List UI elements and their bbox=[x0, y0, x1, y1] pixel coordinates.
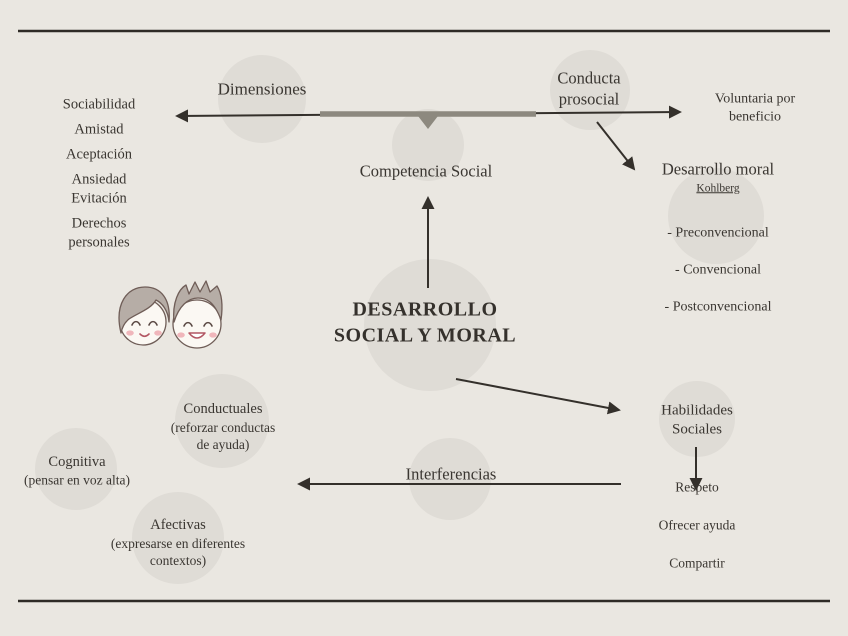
interference-cognitiva-detail: (pensar en voz alta) bbox=[23, 472, 131, 488]
interference-afectivas-name: Afectivas bbox=[150, 516, 206, 533]
moral-stage-item: - Postconvencional bbox=[664, 298, 772, 314]
moral-stages-list: - Preconvencional - Convencional - Postc… bbox=[665, 205, 772, 335]
dimension-item: Sociabilidad bbox=[62, 96, 136, 113]
node-interferencias: Interferencias bbox=[405, 464, 497, 484]
dimension-item: Aceptación bbox=[65, 146, 133, 163]
node-habilidades-sociales: Habilidades Sociales bbox=[661, 402, 733, 437]
habilidad-example: Compartir bbox=[669, 555, 725, 571]
interference-cognitiva-name: Cognitiva bbox=[48, 453, 106, 470]
interference-afectivas-detail: (expresarse en diferentes contextos) bbox=[110, 536, 246, 568]
habilidades-examples-list: Respeto Ofrecer ayuda Compartir bbox=[659, 459, 736, 592]
habilidad-example: Respeto bbox=[675, 479, 719, 495]
node-dimensiones: Dimensiones bbox=[217, 79, 307, 99]
frame-lines bbox=[18, 29, 830, 603]
decorative-circles bbox=[35, 50, 764, 584]
habilidad-example: Ofrecer ayuda bbox=[658, 517, 736, 533]
node-competencia-social: Competencia Social bbox=[359, 161, 493, 181]
moral-stage-item: - Preconvencional bbox=[667, 224, 769, 240]
node-conducta-prosocial: Conducta prosocial bbox=[557, 68, 621, 108]
dimension-item: Ansiedad Evitación bbox=[71, 171, 127, 207]
interference-conductuales-name: Conductuales bbox=[183, 400, 263, 417]
moral-stage-item: - Convencional bbox=[675, 261, 761, 277]
interference-conductuales-detail: (reforzar conductas de ayuda) bbox=[170, 420, 276, 452]
node-desarrollo-moral: Desarrollo moral bbox=[661, 159, 775, 179]
arrow-prosocial-to-moral bbox=[596, 121, 636, 171]
children-faces-illustration bbox=[118, 280, 223, 349]
dimension-item: Amistad bbox=[74, 121, 124, 138]
dimension-item: Derechos personales bbox=[68, 215, 130, 251]
central-topic-title: DESARROLLO SOCIAL Y MORAL bbox=[333, 298, 517, 346]
kohlberg-reference: Kohlberg bbox=[696, 181, 740, 194]
dimension-axis-bar bbox=[320, 111, 536, 129]
node-voluntaria-por-beneficio: Voluntaria por beneficio bbox=[714, 91, 796, 125]
arrow-center-to-habilidades bbox=[455, 378, 621, 415]
node-desarrollo-moral-block: Desarrollo moral Kohlberg - Preconvencio… bbox=[662, 159, 774, 335]
dimensions-list: Sociabilidad Amistad Aceptación Ansiedad… bbox=[63, 96, 136, 253]
